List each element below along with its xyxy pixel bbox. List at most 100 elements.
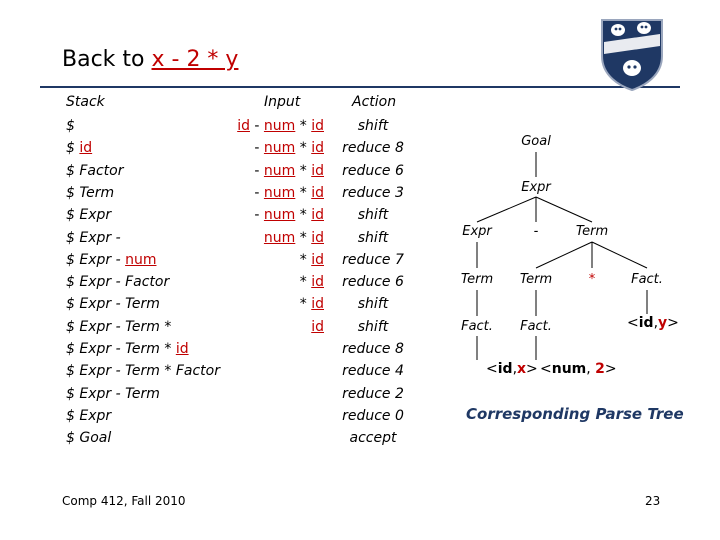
action-cell: reduce 3 <box>342 184 404 201</box>
tree-leaf-x: <id,x> <box>486 361 538 377</box>
stack-cell: $ id <box>66 140 92 156</box>
input-cell: num * id <box>264 230 324 246</box>
token-highlight: num <box>263 184 296 201</box>
action-cell: reduce 6 <box>342 162 404 179</box>
tree-node-expr-left: Expr <box>462 224 492 239</box>
header-stack: Stack <box>66 94 105 110</box>
stack-cell: $ Expr - Term * Factor <box>66 363 220 379</box>
title-prefix: Back to <box>62 47 145 72</box>
token-highlight: num <box>263 162 296 179</box>
input-cell: * id <box>300 252 324 268</box>
action-cell: reduce 7 <box>342 251 404 268</box>
tree-node-goal: Goal <box>521 134 551 149</box>
token-text: - <box>249 118 264 134</box>
token-text: * <box>295 118 312 134</box>
token-highlight: id <box>175 341 189 357</box>
token-highlight: id <box>311 140 324 157</box>
action-cell: reduce 2 <box>342 385 404 402</box>
token-text: - <box>254 207 264 224</box>
stack-cell: $ Expr - Term * <box>66 319 171 335</box>
stack-cell: $ Expr - Term * id <box>66 341 189 357</box>
token-text: $ Factor <box>66 162 124 179</box>
token-highlight: num <box>263 140 296 157</box>
action-cell: reduce 6 <box>342 274 404 291</box>
title-expression: x - 2 * y <box>151 47 239 72</box>
input-cell: * id <box>300 274 324 290</box>
token-highlight: num <box>263 207 296 224</box>
token-text: * <box>295 207 312 224</box>
token-text: $ Goal <box>66 430 112 447</box>
token-highlight: id <box>311 274 324 291</box>
header-action: Action <box>352 94 397 110</box>
token-highlight: id <box>311 296 324 313</box>
stack-cell: $ Expr - Term <box>66 386 160 402</box>
tree-node-term-mid: Term <box>519 272 553 287</box>
token-highlight: id <box>79 140 93 157</box>
tree-leaf-num-2: <num, 2> <box>540 361 617 377</box>
slide-title: Back to x - 2 * y <box>62 47 238 72</box>
title-rule <box>40 86 680 88</box>
token-text: $ Expr - Term * <box>66 318 172 335</box>
action-cell: shift <box>357 207 389 224</box>
tree-node-term-right: Term <box>575 224 609 239</box>
tree-leaf-y: <id,y> <box>627 315 679 331</box>
token-highlight: num <box>263 229 296 246</box>
token-text: * <box>299 274 312 291</box>
token-highlight: id <box>311 184 324 201</box>
action-cell: shift <box>357 229 389 246</box>
action-cell: reduce 4 <box>342 363 404 380</box>
input-cell: - num * id <box>254 185 324 201</box>
stack-cell: $ Factor <box>66 163 124 179</box>
action-cell: reduce 8 <box>342 341 404 357</box>
input-cell: - num * id <box>254 163 324 179</box>
token-highlight: id <box>311 118 324 134</box>
rice-shield-logo <box>601 19 663 92</box>
stack-cell: $ Expr - num <box>66 252 156 268</box>
action-cell: reduce 0 <box>342 407 404 424</box>
stack-cell: $ Expr - Term <box>66 296 160 312</box>
action-cell: shift <box>357 296 389 313</box>
token-text: $ Expr <box>66 407 112 424</box>
token-highlight: num <box>125 251 157 268</box>
token-highlight: id <box>311 229 324 246</box>
token-text: $ Expr - Term <box>66 296 160 313</box>
token-highlight: id <box>311 318 324 335</box>
stack-cell: $ Expr - Factor <box>66 274 169 290</box>
token-text: $ Expr - Term * <box>66 341 176 357</box>
token-text: $ <box>66 118 75 134</box>
tree-node-fact-left: Fact. <box>461 319 493 334</box>
input-cell: - num * id <box>254 140 324 156</box>
stack-cell: $ Expr <box>66 408 111 424</box>
stack-cell: $ Term <box>66 185 114 201</box>
tree-node-fact-mid: Fact. <box>520 319 552 334</box>
tree-node-star: * <box>588 272 596 287</box>
stack-cell: $ <box>66 118 75 134</box>
input-cell: id <box>311 319 324 335</box>
token-text: * <box>295 184 312 201</box>
tree-node-term-left: Term <box>460 272 494 287</box>
token-text: $ Expr - Term <box>66 385 160 402</box>
action-cell: shift <box>357 318 389 335</box>
action-cell: accept <box>349 430 397 447</box>
token-text: $ Expr - Factor <box>66 274 170 291</box>
token-text: * <box>295 229 312 246</box>
tree-node-minus: - <box>533 224 539 239</box>
token-text: $ Expr - <box>66 251 126 268</box>
token-text: * <box>295 162 312 179</box>
footer-course: Comp 412, Fall 2010 <box>62 494 186 508</box>
token-highlight: num <box>263 118 296 134</box>
header-input: Input <box>264 94 301 110</box>
token-text: $ Term <box>66 184 115 201</box>
token-text: $ Expr - Term * Factor <box>66 363 220 380</box>
tree-node-expr-root: Expr <box>521 180 551 195</box>
page-number: 23 <box>645 494 661 508</box>
stack-cell: $ Expr <box>66 207 111 223</box>
token-highlight: id <box>311 251 324 268</box>
action-cell: shift <box>357 118 389 134</box>
token-text: $ Expr <box>66 207 112 224</box>
token-highlight: id <box>237 118 250 134</box>
input-cell: id - num * id <box>237 118 324 134</box>
token-text: $ Expr - <box>66 229 121 246</box>
tree-node-fact-right: Fact. <box>631 272 663 287</box>
